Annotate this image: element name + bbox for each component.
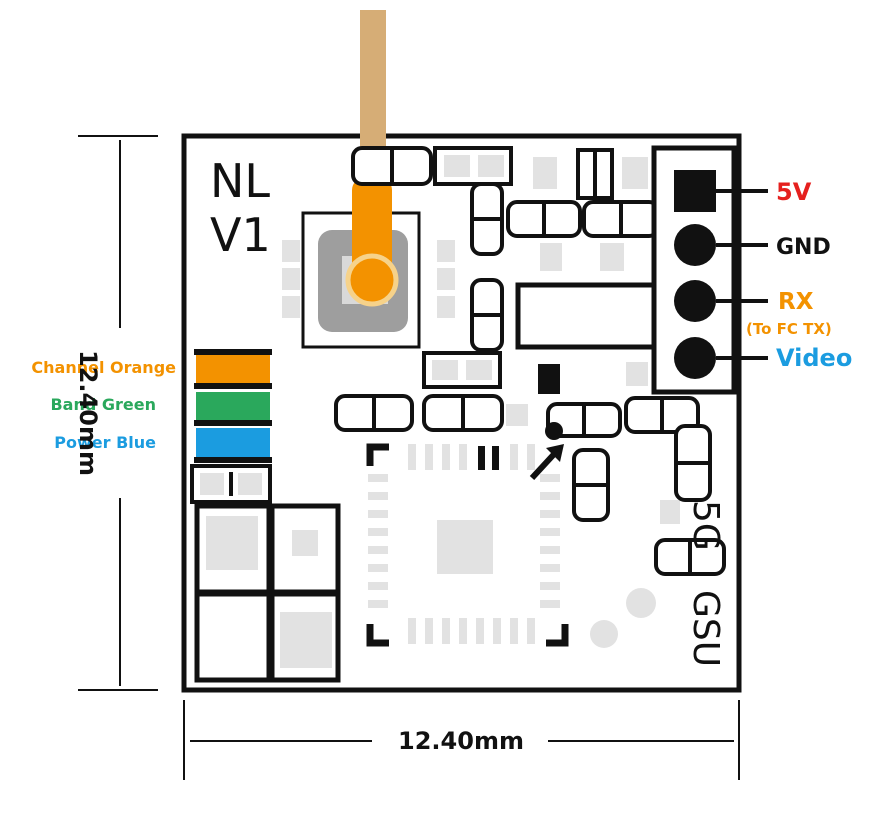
pin-leader-lines (716, 189, 768, 360)
crystal-x1 (515, 282, 664, 350)
pin-rx-pad (674, 280, 716, 322)
height-dimension (78, 135, 158, 691)
silk-5g: 5G (685, 500, 726, 551)
indicator-label-channel: Channel Orange (31, 358, 176, 377)
dark-pads (478, 364, 560, 470)
board-label-line2: V1 (210, 208, 271, 262)
led-indicator-stack (194, 349, 272, 463)
pin-video-pad (674, 337, 716, 379)
bottom-left-pads (194, 503, 341, 683)
led-channel-bar (196, 354, 270, 384)
pin-label-5v: 5V (776, 178, 812, 206)
led-band-bar (196, 392, 270, 422)
width-dimension-label: 12.40mm (398, 727, 524, 755)
silk-gsu: GSU (685, 590, 726, 667)
indicator-label-power: Power Blue (54, 433, 156, 452)
width-dimension (183, 700, 740, 780)
pin-label-rx: RX (778, 289, 814, 315)
indicator-label-band: Band Green (50, 395, 156, 414)
grey-pads (206, 157, 680, 668)
board-label-line1: NL (210, 154, 270, 208)
height-dimension-label: 12.40mm (74, 350, 102, 476)
pin1-arrow (529, 449, 559, 481)
rx-note: (To FC TX) (746, 320, 832, 338)
antenna-solder-point (345, 253, 399, 307)
pin-5v-pad (674, 170, 716, 212)
pin1-dot (545, 422, 563, 440)
ic-outline (366, 443, 569, 647)
pin-label-gnd: GND (776, 235, 831, 260)
pin-label-video: Video (776, 344, 852, 372)
led-power-bar (196, 428, 270, 458)
pin-gnd-pad (674, 224, 716, 266)
